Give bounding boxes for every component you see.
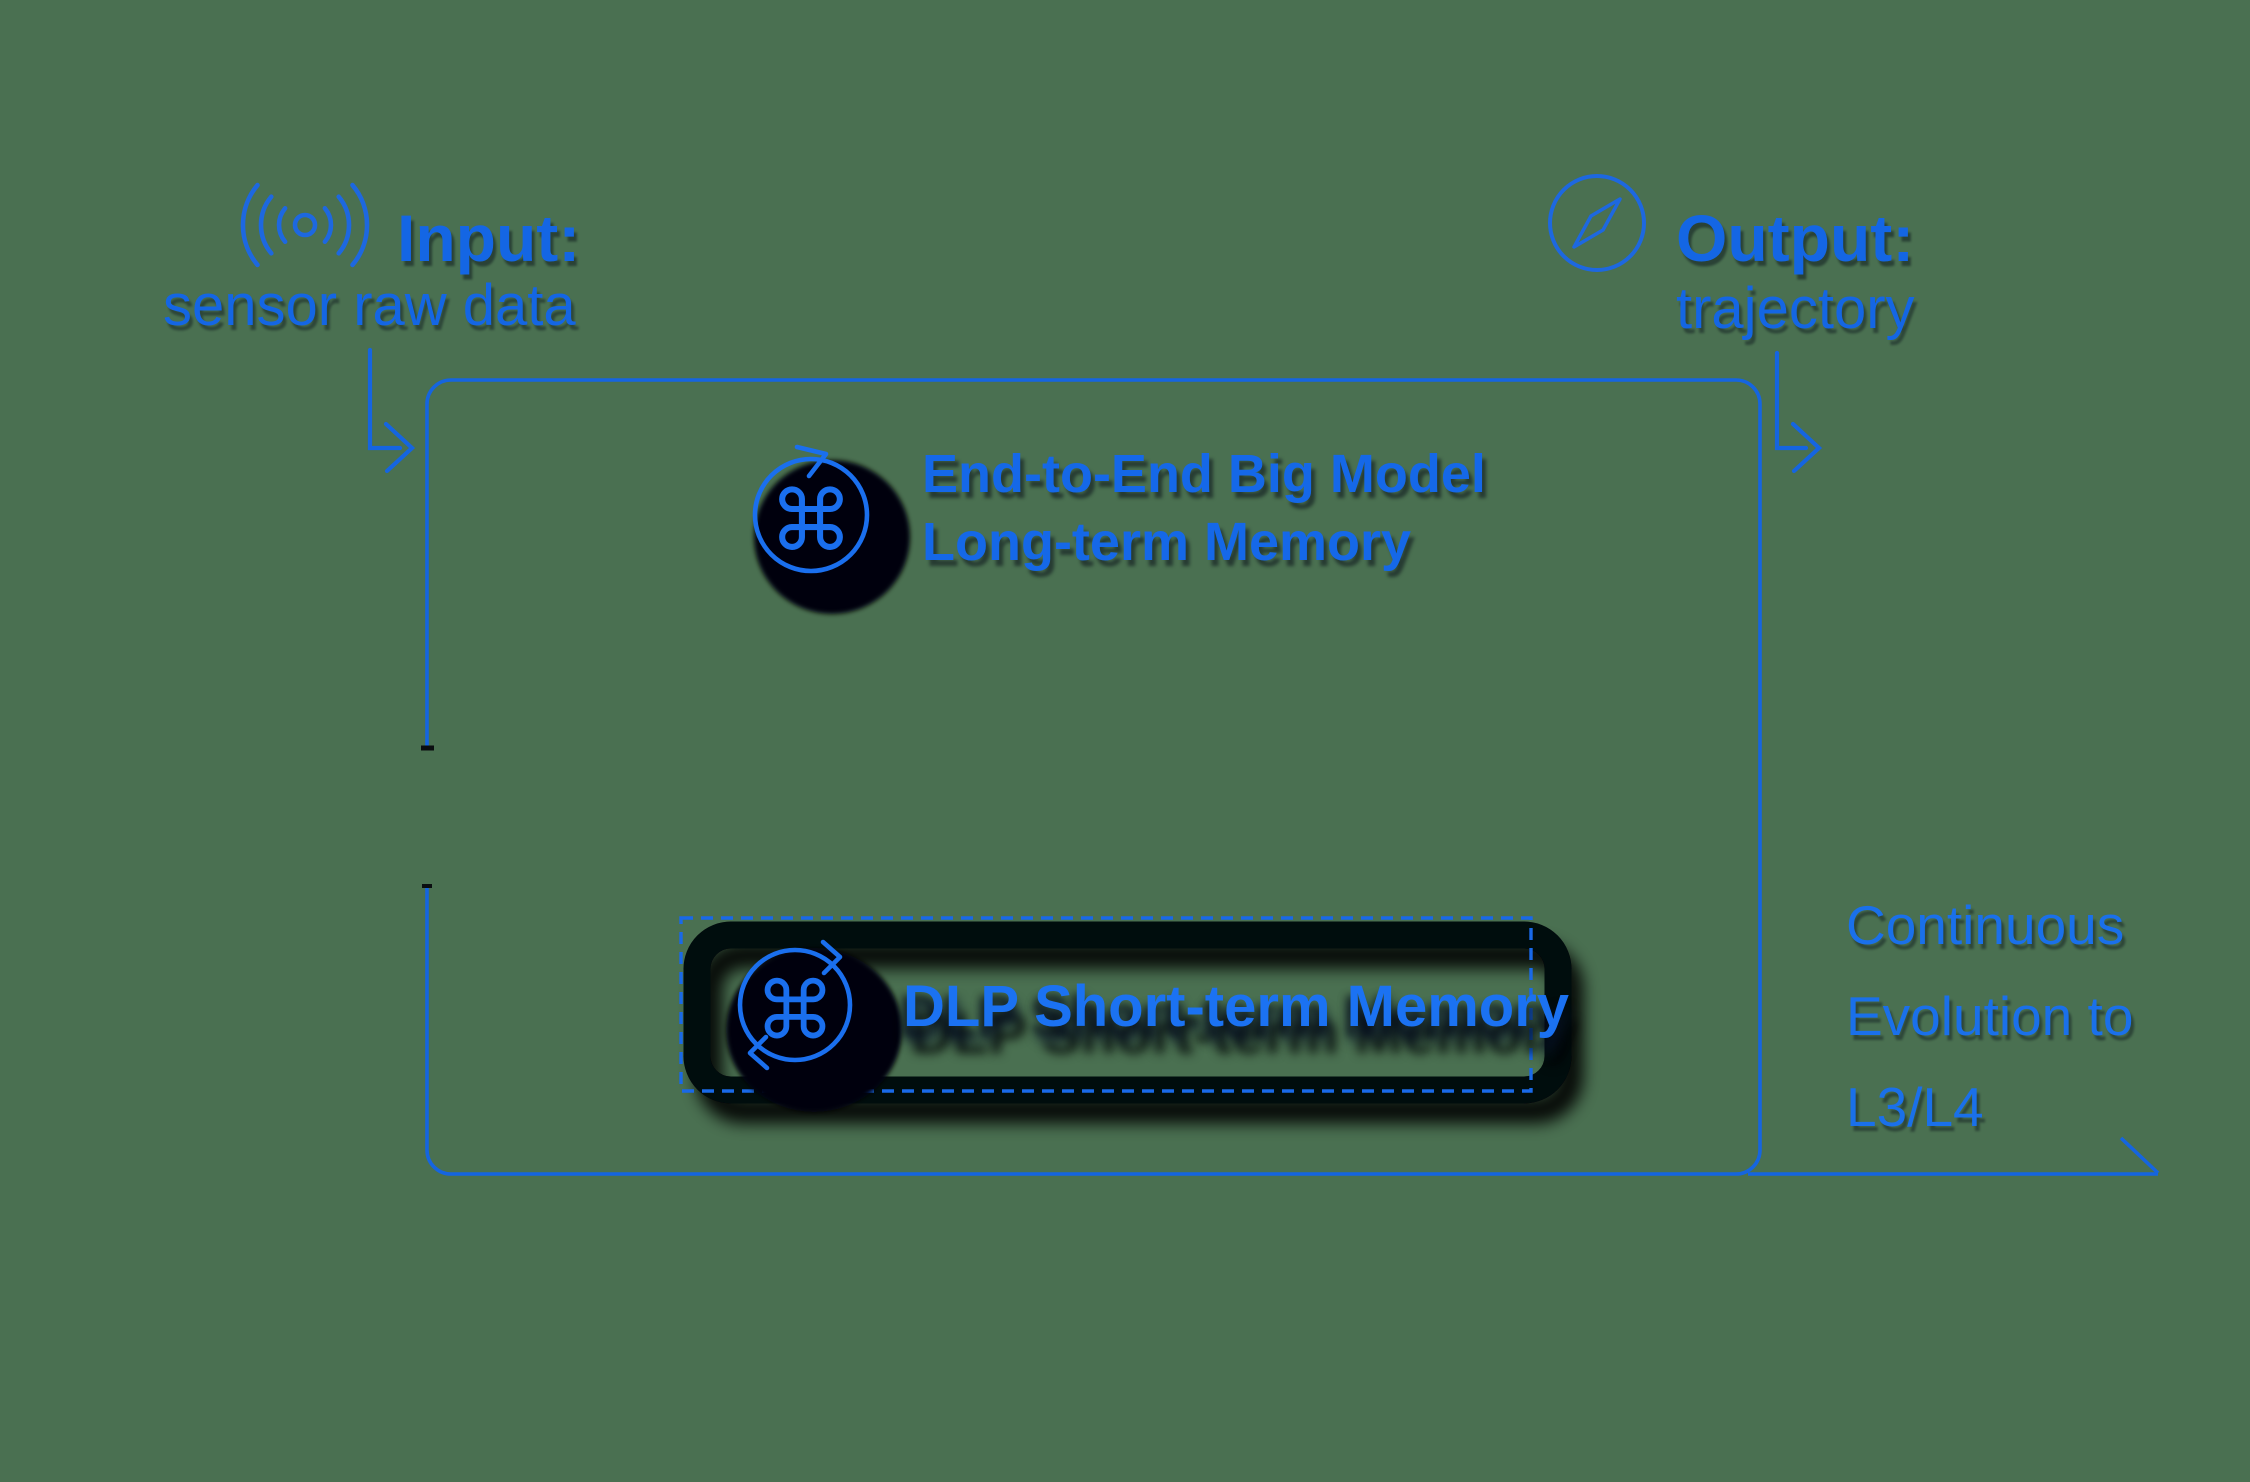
output-arrow (1774, 350, 1823, 474)
command-cycle-icon: ⌘ (726, 939, 902, 1112)
model-title-line1: End-to-End Big Model (922, 444, 1486, 504)
input-label: Input: (397, 201, 581, 275)
dlp-label: DLP Short-term Memory (903, 974, 1570, 1039)
dlp-dashed-border (679, 916, 1533, 1093)
model-title-line2: Long-term Memory (922, 512, 1412, 572)
radio-waves-icon (240, 182, 370, 268)
model-box-border (425, 378, 1762, 1176)
evolution-note: Continuous Evolution to L3/L4 (1846, 880, 2133, 1153)
evolution-arrow (1748, 1136, 2160, 1176)
evolution-line1: Continuous (1846, 894, 2125, 956)
command-cycle-icon: ⌘ (752, 444, 910, 614)
input-arrow (367, 347, 416, 474)
output-sublabel: trajectory (1676, 276, 1915, 341)
output-label: Output: (1676, 201, 1915, 275)
evolution-line2: Evolution to (1846, 985, 2134, 1047)
command-glyph: ⌘ (755, 965, 835, 1058)
evolution-line3: L3/L4 (1846, 1076, 1984, 1138)
input-sublabel: sensor raw data (163, 273, 576, 338)
model-title: End-to-End Big Model Long-term Memory (922, 440, 1486, 576)
command-glyph: ⌘ (769, 472, 853, 570)
compass-icon (1548, 174, 1646, 272)
